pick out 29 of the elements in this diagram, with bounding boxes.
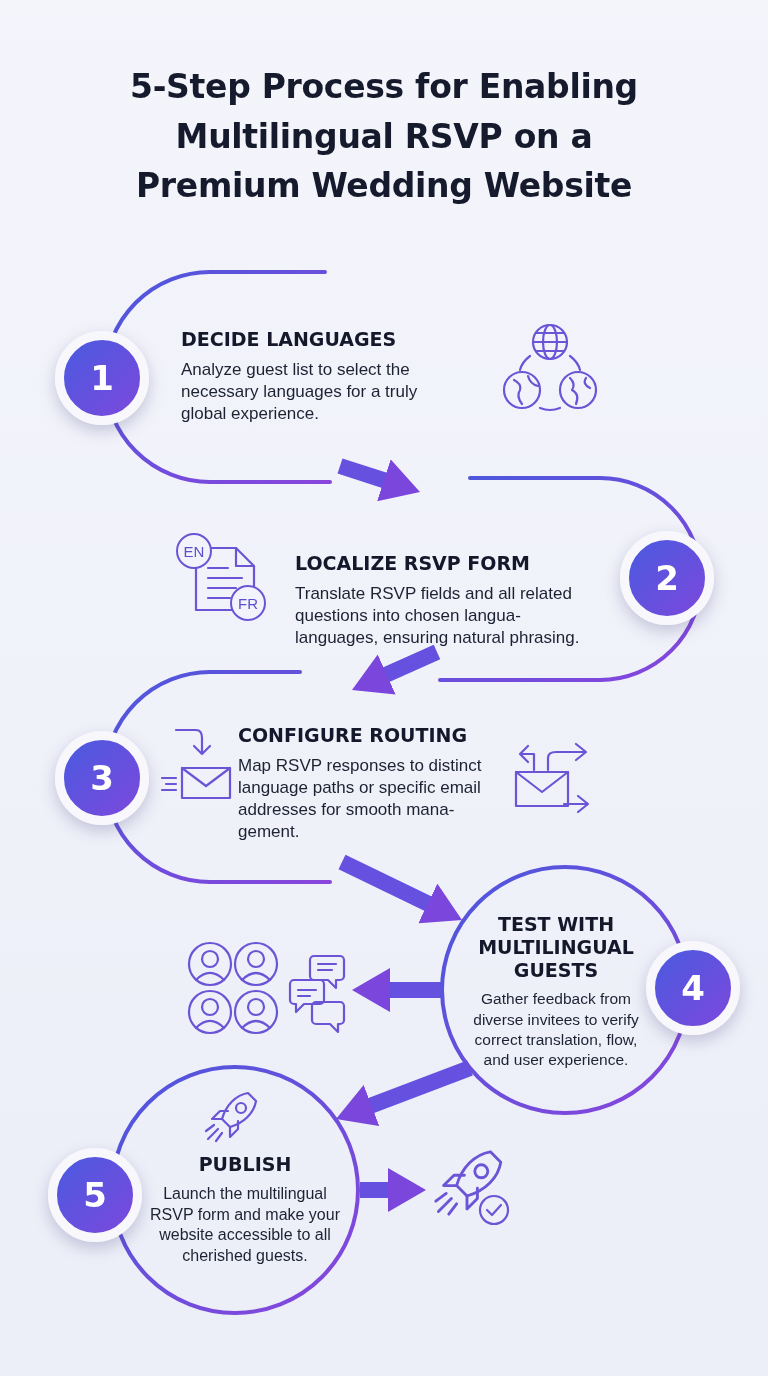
step-number: 1: [90, 358, 114, 398]
step-title: DECIDE LANGUAGES: [181, 328, 398, 351]
step-badge: [55, 731, 149, 825]
step-description: Analyze guest list to select the necessary languages for a truly global experience.: [181, 358, 419, 425]
step-badge: [646, 941, 740, 1035]
step-number: 5: [83, 1175, 107, 1215]
title: 5-Step Process for Enabling Multilingual RSVP on a Premium Wedding Website: [129, 66, 639, 207]
step-number: 4: [681, 968, 705, 1008]
step-description: Map RSVP responses to distinct language paths or specific email addresses for smooth mana- gement.: [238, 754, 483, 844]
step-description: Translate RSVP fields and all related questions into chosen langua- languages, ensuring natural phrasing.: [295, 582, 581, 649]
step-description: Gather feedback from diverse invitees to verify correct translation, flow, and user experience.: [472, 989, 640, 1070]
arrow: [337, 458, 420, 502]
language-tag: EN: [176, 533, 212, 569]
arrow: [352, 968, 442, 1012]
arrow: [352, 644, 441, 695]
arrow: [360, 1168, 426, 1212]
step-badge: [48, 1148, 142, 1242]
step-title: CONFIGURE ROUTING: [238, 724, 469, 747]
arrow: [338, 854, 462, 924]
step-badge: [620, 531, 714, 625]
arrow: [336, 1060, 473, 1127]
language-tag: FR: [230, 585, 266, 621]
step-badge: [55, 331, 149, 425]
step-title: TEST WITH MULTILINGUAL GUESTS: [477, 913, 635, 982]
step-number: 2: [655, 558, 679, 598]
step-title: LOCALIZE RSVP FORM: [295, 552, 531, 575]
step-title: PUBLISH: [197, 1153, 293, 1176]
step-number: 3: [90, 758, 114, 798]
step-description: Launch the multilingual RSVP form and make your website accessible to all cherished guests.: [149, 1183, 341, 1267]
